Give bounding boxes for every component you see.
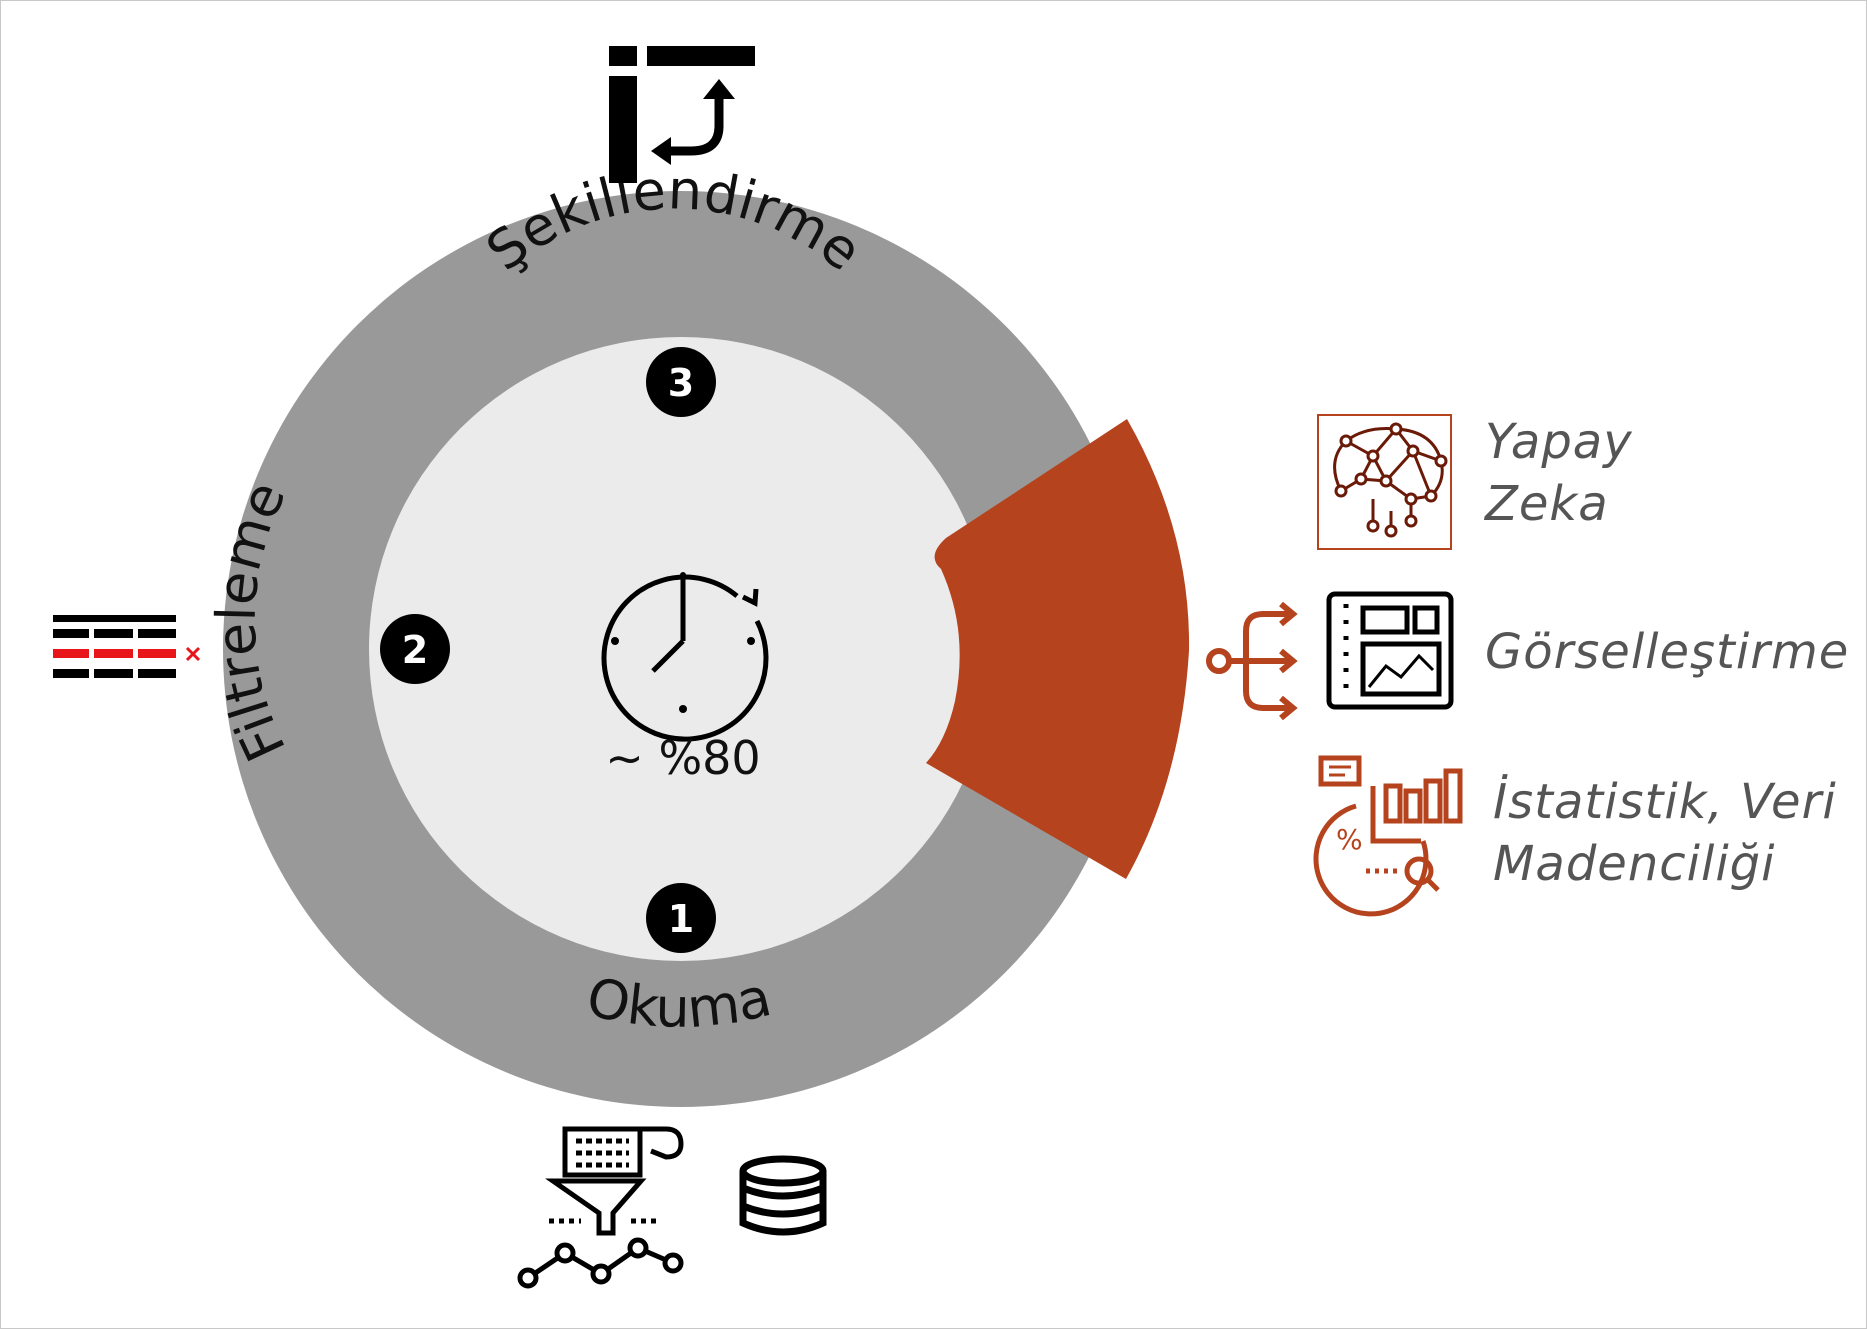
svg-text:3: 3 (668, 361, 694, 405)
svg-text:%: % (1336, 823, 1363, 856)
output-label-statistics-line1: İstatistik, Veri (1493, 774, 1837, 830)
svg-text:1: 1 (668, 897, 694, 941)
data-funnel-icon (517, 1126, 684, 1289)
ai-brain-icon (1317, 414, 1452, 550)
svg-text:2: 2 (402, 628, 428, 672)
output-label-visualization-line1: Görselleştirme (1485, 624, 1850, 680)
output-label-ai: Yapay Zeka (1485, 411, 1633, 535)
center-percent-label: ~ %80 (605, 731, 760, 785)
dashboard-icon (1326, 591, 1454, 710)
filter-rows-icon (53, 615, 201, 678)
output-label-statistics-line2: Madenciliği (1493, 836, 1776, 892)
statistics-icon: % (1313, 755, 1463, 917)
output-label-statistics: İstatistik, Veri Madenciliği (1493, 771, 1837, 895)
reshape-icon (609, 46, 755, 183)
branch-arrows-icon (1206, 601, 1298, 721)
accent-wedge (926, 419, 1190, 879)
ring-label-bottom: Okuma (581, 965, 777, 1040)
step-badge-2: 2 (380, 614, 450, 684)
database-icon (739, 1155, 827, 1236)
output-label-visualization: Görselleştirme (1485, 621, 1849, 683)
inner-disc (369, 337, 993, 961)
step-badge-3: 3 (646, 347, 716, 417)
output-label-ai-line2: Zeka (1485, 476, 1609, 532)
output-label-ai-line1: Yapay (1485, 414, 1633, 470)
step-badge-1: 1 (646, 883, 716, 953)
clock-cycle-icon (601, 572, 769, 742)
